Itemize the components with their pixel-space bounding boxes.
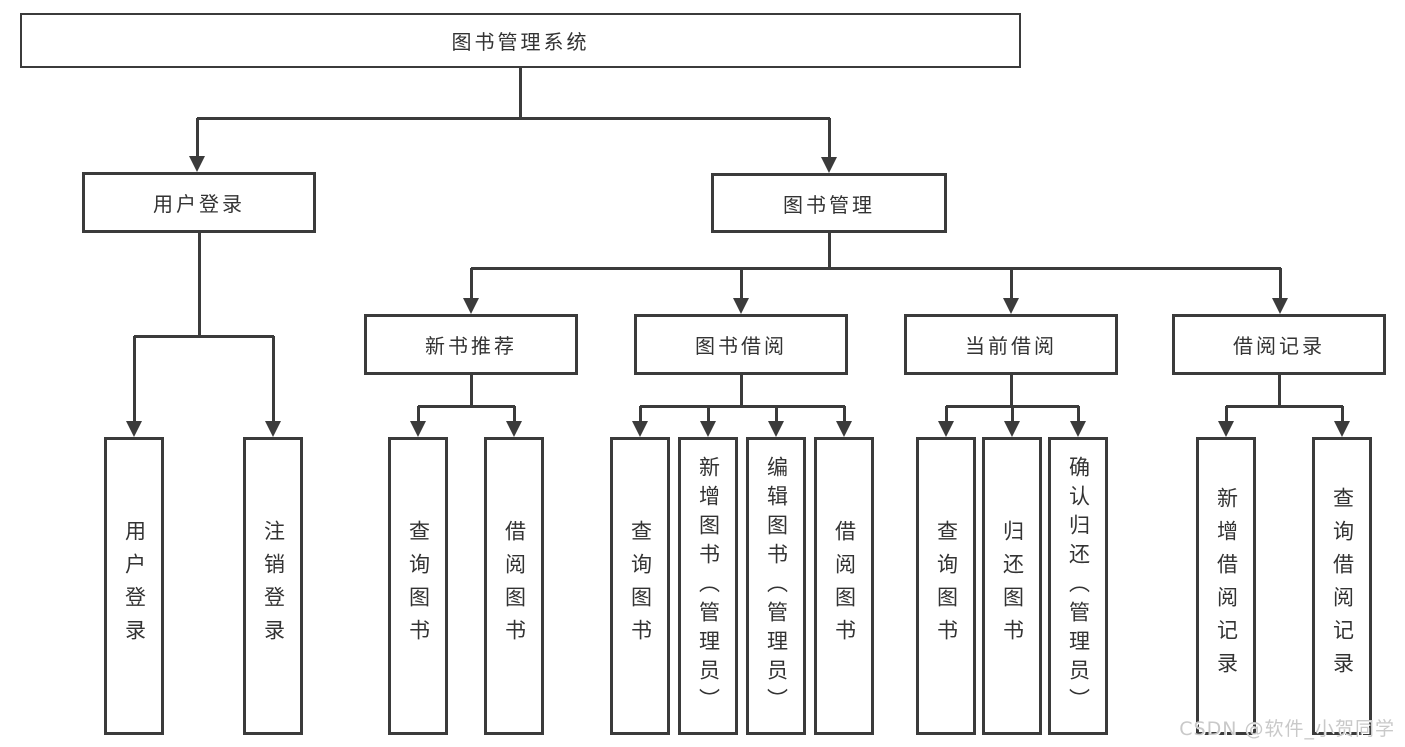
node-label: 借阅图书 bbox=[832, 520, 857, 652]
connector-line bbox=[638, 406, 642, 421]
node-label: 图书借阅 bbox=[695, 334, 787, 358]
node-label: 查询图书 bbox=[628, 520, 653, 652]
leaf-user-login: 用户登录 bbox=[104, 437, 164, 735]
node-label: 归还图书 bbox=[1000, 520, 1025, 652]
node-label: 编辑图书（管理员） bbox=[764, 455, 789, 717]
arrowhead-down-icon bbox=[1003, 298, 1019, 314]
connector-line bbox=[197, 116, 830, 120]
leaf-add-borrow-record: 新增借阅记录 bbox=[1196, 437, 1256, 735]
connector-line bbox=[469, 268, 473, 299]
node-new-book-recommend: 新书推荐 bbox=[364, 314, 578, 375]
arrowhead-down-icon bbox=[126, 421, 142, 437]
arrowhead-down-icon bbox=[265, 421, 281, 437]
arrowhead-down-icon bbox=[506, 421, 522, 437]
node-label: 用户登录 bbox=[153, 192, 245, 216]
node-current-borrowing: 当前借阅 bbox=[904, 314, 1118, 375]
arrowhead-down-icon bbox=[1334, 421, 1350, 437]
node-label: 新增借阅记录 bbox=[1214, 487, 1239, 685]
leaf-query-books: 查询图书 bbox=[610, 437, 670, 735]
arrowhead-down-icon bbox=[700, 421, 716, 437]
arrowhead-down-icon bbox=[189, 156, 205, 172]
node-label: 用户登录 bbox=[122, 520, 147, 652]
connector-line bbox=[1009, 374, 1013, 406]
leaf-add-books-admin: 新增图书（管理员） bbox=[678, 437, 738, 735]
connector-line bbox=[739, 374, 743, 406]
connector-line bbox=[774, 406, 778, 421]
node-label: 查询图书 bbox=[406, 520, 431, 652]
connector-line bbox=[944, 406, 948, 421]
arrowhead-down-icon bbox=[1272, 298, 1288, 314]
arrowhead-down-icon bbox=[463, 298, 479, 314]
connector-line bbox=[132, 336, 136, 421]
connector-line bbox=[1340, 406, 1344, 421]
connector-line bbox=[195, 118, 199, 157]
node-label: 查询图书 bbox=[934, 520, 959, 652]
connector-line bbox=[469, 374, 473, 406]
connector-line bbox=[471, 266, 1281, 270]
connector-line bbox=[1076, 406, 1080, 421]
connector-line bbox=[1277, 374, 1281, 406]
arrowhead-down-icon bbox=[938, 421, 954, 437]
node-label: 确认归还（管理员） bbox=[1066, 455, 1091, 717]
connector-line bbox=[739, 268, 743, 299]
connector-line bbox=[512, 406, 516, 421]
connector-line bbox=[416, 406, 420, 421]
connector-line bbox=[1224, 406, 1228, 421]
node-user-login: 用户登录 bbox=[82, 172, 316, 233]
leaf-query-books: 查询图书 bbox=[916, 437, 976, 735]
arrowhead-down-icon bbox=[821, 157, 837, 173]
leaf-query-borrow-record: 查询借阅记录 bbox=[1312, 437, 1372, 735]
leaf-borrow-books: 借阅图书 bbox=[484, 437, 544, 735]
connector-line bbox=[134, 334, 274, 338]
connector-line bbox=[1009, 268, 1013, 299]
arrowhead-down-icon bbox=[1218, 421, 1234, 437]
connector-line bbox=[842, 406, 846, 421]
connector-line bbox=[1226, 404, 1343, 408]
leaf-logout: 注销登录 bbox=[243, 437, 303, 735]
connector-line bbox=[827, 118, 831, 158]
connector-line bbox=[271, 336, 275, 421]
node-label: 借阅记录 bbox=[1233, 334, 1325, 358]
node-book-management: 图书管理 bbox=[711, 173, 947, 233]
node-label: 当前借阅 bbox=[965, 334, 1057, 358]
connector-line bbox=[418, 404, 515, 408]
leaf-edit-books-admin: 编辑图书（管理员） bbox=[746, 437, 806, 735]
connector-line bbox=[706, 406, 710, 421]
arrowhead-down-icon bbox=[410, 421, 426, 437]
leaf-return-books: 归还图书 bbox=[982, 437, 1042, 735]
node-borrow-records: 借阅记录 bbox=[1172, 314, 1386, 375]
csdn-watermark: CSDN @软件_小贺同学 bbox=[1179, 718, 1395, 740]
arrowhead-down-icon bbox=[836, 421, 852, 437]
node-label: 图书管理 bbox=[783, 192, 875, 217]
arrowhead-down-icon bbox=[1070, 421, 1086, 437]
connector-line bbox=[827, 233, 831, 268]
node-label: 查询借阅记录 bbox=[1330, 487, 1355, 685]
connector-line bbox=[1010, 406, 1014, 421]
node-library-management-system: 图书管理系统 bbox=[20, 13, 1021, 68]
connector-line bbox=[197, 233, 201, 336]
node-label: 新增图书（管理员） bbox=[696, 455, 721, 717]
node-label: 借阅图书 bbox=[502, 520, 527, 652]
node-label: 图书管理系统 bbox=[451, 30, 590, 54]
node-label: 新书推荐 bbox=[425, 334, 517, 358]
arrowhead-down-icon bbox=[1004, 421, 1020, 437]
connector-line bbox=[640, 404, 845, 408]
arrowhead-down-icon bbox=[632, 421, 648, 437]
connector-line bbox=[946, 404, 1079, 408]
node-book-borrowing: 图书借阅 bbox=[634, 314, 848, 375]
connector-line bbox=[518, 68, 522, 118]
leaf-confirm-return-admin: 确认归还（管理员） bbox=[1048, 437, 1108, 735]
node-label: 注销登录 bbox=[261, 520, 286, 652]
arrowhead-down-icon bbox=[768, 421, 784, 437]
leaf-query-books: 查询图书 bbox=[388, 437, 448, 735]
arrowhead-down-icon bbox=[733, 298, 749, 314]
leaf-borrow-books: 借阅图书 bbox=[814, 437, 874, 735]
connector-line bbox=[1278, 268, 1282, 299]
